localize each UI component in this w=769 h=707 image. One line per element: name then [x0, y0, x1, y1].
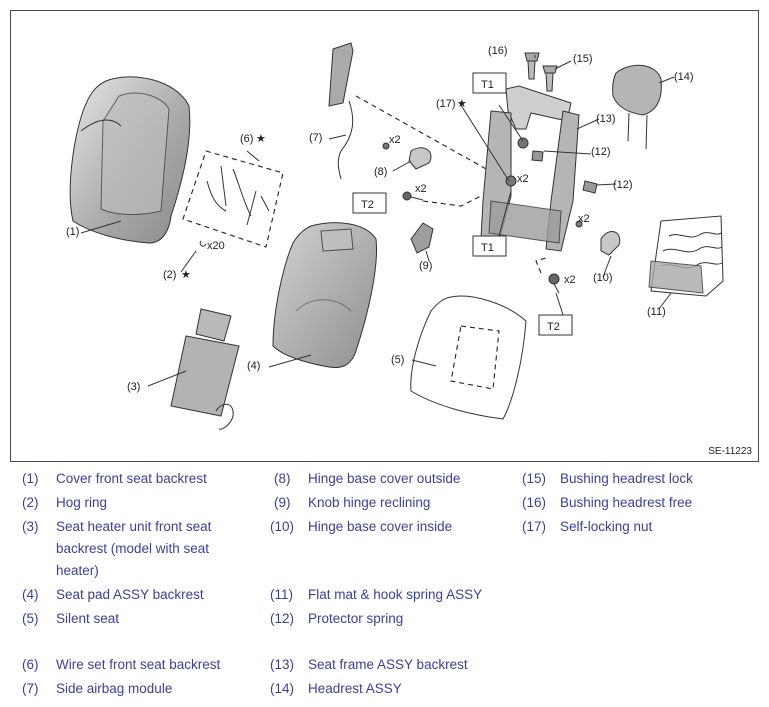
protector-spring-upper-drawing	[531, 150, 544, 162]
legend-item: (17)Self-locking nut	[522, 519, 653, 534]
seat-frame-drawing	[480, 85, 580, 252]
star-mark-2: ★	[181, 269, 191, 281]
callout-15: (15)	[573, 53, 593, 65]
legend-item: (14)Headrest ASSY	[270, 681, 402, 696]
callout-16: (16)	[488, 45, 508, 57]
bolt-guide-line	[422, 195, 482, 207]
legend-item: (15)Bushing headrest lock	[522, 471, 693, 486]
qty-x2-bolt-left: x2	[415, 183, 427, 195]
legend-item: (10)Hinge base cover inside	[270, 519, 453, 534]
callout-17: (17)	[436, 98, 456, 110]
legend-item: (12)Protector spring	[270, 611, 404, 626]
hinge-cover-inside-drawing	[575, 220, 621, 256]
legend-item: (5)Silent seat	[22, 611, 120, 626]
callout-8: (8)	[374, 166, 387, 178]
legend-item: (2)Hog ring	[22, 495, 108, 510]
callout-12-lower: (12)	[613, 179, 633, 191]
legend-item: (7)Side airbag module	[22, 681, 173, 696]
legend-item: (13)Seat frame ASSY backrest	[270, 657, 468, 672]
legend-item: heater)	[56, 563, 99, 578]
exploded-diagram: (1) (2) (3) (4) (5) (6) (7) (8) (9) (10)…	[10, 10, 759, 462]
callout-10: (10)	[593, 272, 613, 284]
callout-13: (13)	[596, 113, 616, 125]
torque-t1-bottom: T1	[481, 242, 494, 254]
seat-pad-drawing	[272, 222, 378, 369]
bushing-lock-drawing	[542, 65, 558, 92]
callout-12-upper: (12)	[591, 146, 611, 158]
side-airbag-drawing	[328, 42, 354, 180]
callout-5: (5)	[391, 354, 404, 366]
callout-11: (11)	[647, 306, 666, 318]
qty-x2-nut: x2	[517, 173, 529, 185]
seat-cover-drawing	[69, 76, 191, 244]
callout-3: (3)	[127, 381, 140, 393]
qty-x20: x20	[207, 240, 225, 252]
hog-ring-drawing	[199, 240, 207, 247]
hinge-cover-outside-drawing	[382, 142, 432, 170]
qty-x2-hinge-inside: x2	[578, 213, 590, 225]
seat-heater-drawing	[170, 308, 240, 430]
callout-7: (7)	[309, 132, 322, 144]
callout-14: (14)	[674, 71, 694, 83]
t1-box-top	[472, 72, 507, 94]
legend-item: backrest (model with seat	[56, 541, 210, 556]
legend-item: (6)Wire set front seat backrest	[22, 657, 221, 672]
callout-2: (2)	[163, 269, 176, 281]
diagram-svg: (1) (2) (3) (4) (5) (6) (7) (8) (9) (10)…	[66, 42, 724, 430]
legend-item: (9)Knob hinge reclining	[274, 495, 431, 510]
torque-t1-top: T1	[481, 79, 494, 91]
legend-item: (3)Seat heater unit front seat	[22, 519, 212, 534]
headrest-drawing	[612, 64, 662, 150]
legend-item: (4)Seat pad ASSY backrest	[22, 587, 204, 602]
legend-item: (8)Hinge base cover outside	[274, 471, 461, 486]
torque-t2-bottom: T2	[547, 321, 560, 333]
lower-bolt-guide-line	[535, 256, 550, 274]
airbag-guide-line	[355, 95, 505, 180]
t1-box-bottom	[472, 235, 507, 257]
bushing-free-drawing	[524, 52, 540, 80]
wire-set-drawing	[182, 150, 284, 248]
callout-4: (4)	[247, 360, 260, 372]
callout-9: (9)	[419, 260, 432, 272]
callout-1: (1)	[66, 226, 79, 238]
bolt-left-drawing	[402, 191, 424, 201]
torque-t2-left: T2	[361, 199, 374, 211]
star-mark-17: ★	[457, 98, 467, 110]
star-mark-6: ★	[256, 133, 266, 145]
qty-x2-hinge-outside: x2	[389, 134, 401, 146]
figure-code: SE-11223	[708, 446, 752, 457]
bolt-lower-drawing	[548, 273, 560, 294]
callout-6: (6)	[240, 133, 253, 145]
flat-mat-drawing	[648, 215, 724, 297]
qty-x2-bolt-lower: x2	[564, 274, 576, 286]
silent-seat-drawing	[410, 295, 527, 420]
legend-item: (1)Cover front seat backrest	[22, 471, 207, 486]
t2-box-left	[352, 192, 387, 214]
legend-item: (16)Bushing headrest free	[522, 495, 693, 510]
knob-drawing	[410, 222, 434, 254]
legend-item: (11)Flat mat & hook spring ASSY	[270, 587, 483, 602]
t2-box-bottom	[538, 314, 573, 336]
protector-spring-lower-drawing	[582, 180, 598, 194]
leader-lines	[80, 55, 675, 387]
